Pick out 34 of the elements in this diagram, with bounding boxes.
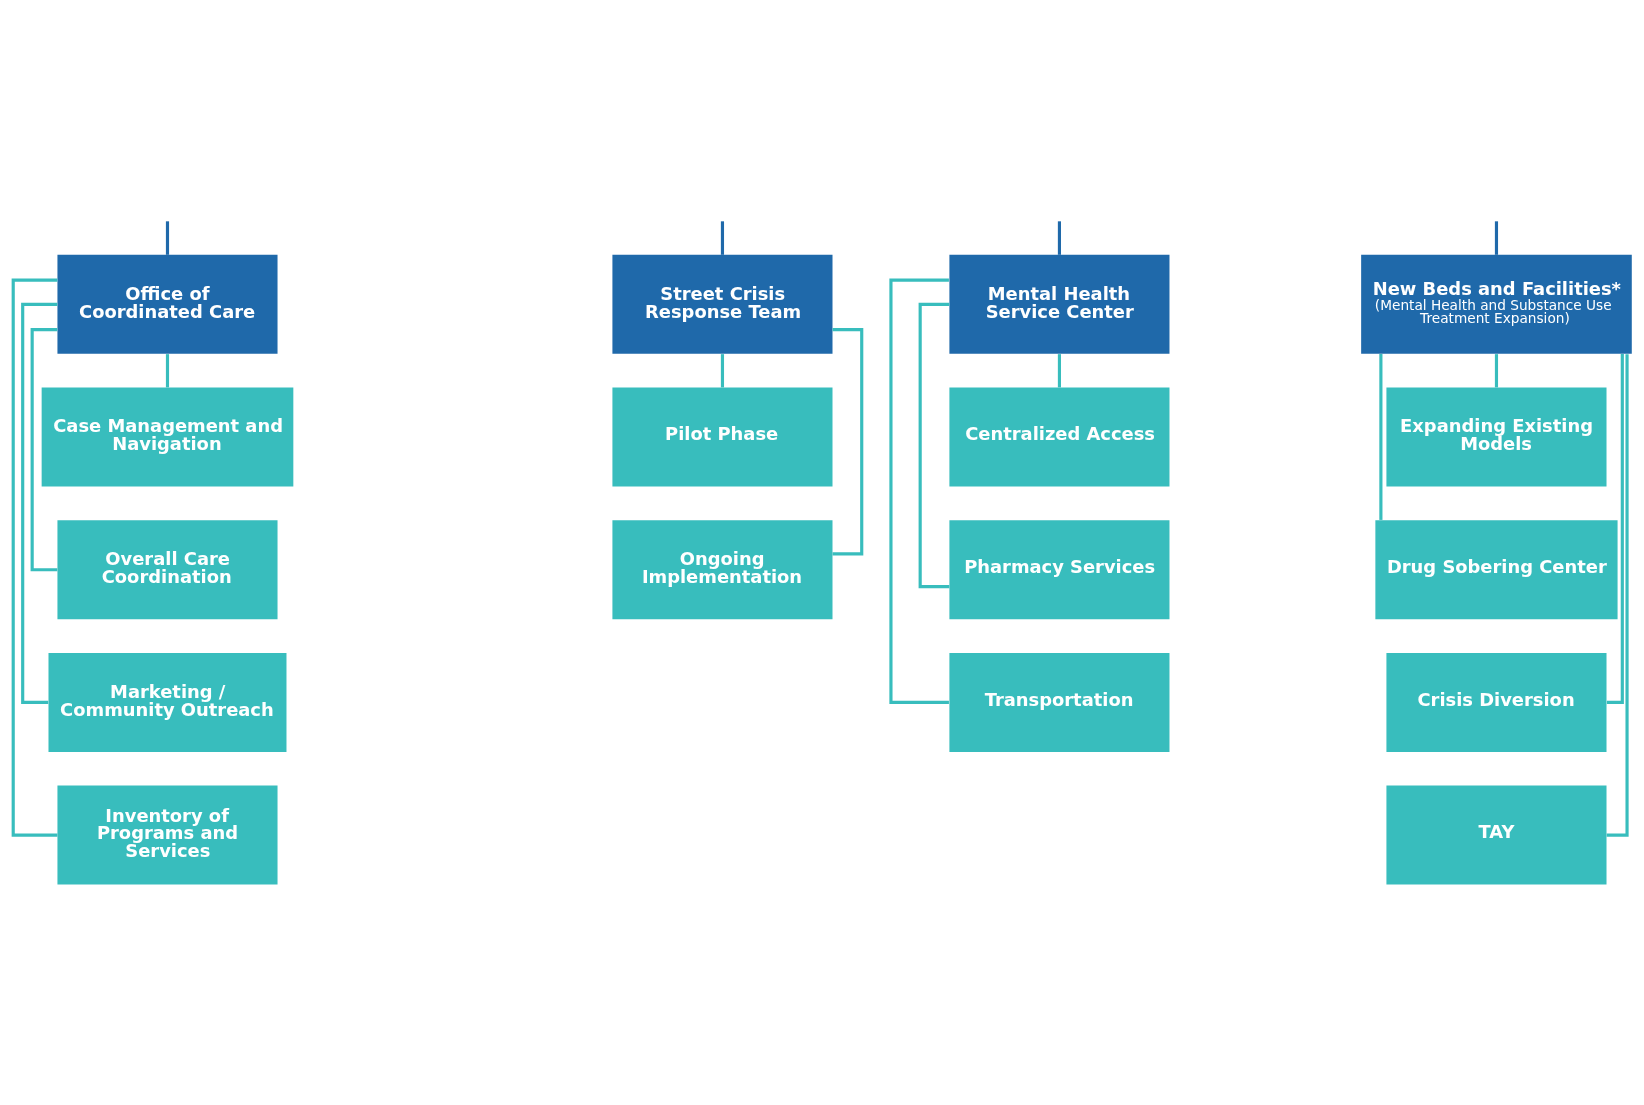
node-box: Street Crisis Response Team — [611, 254, 832, 354]
node-box: Case Management and Navigation — [41, 387, 293, 487]
node-box: Marketing / Community Outreach — [48, 652, 286, 752]
connector — [1606, 353, 1624, 704]
connector — [888, 278, 949, 704]
node-box: Office of Coordinated Care — [56, 254, 278, 354]
node-box: Ongoing Implementation — [611, 520, 832, 620]
node-box: Drug Sobering Center — [1374, 520, 1618, 620]
node-box: Pharmacy Services — [948, 520, 1169, 620]
node-box: Overall Care Coordination — [56, 520, 278, 620]
node-box: New Beds and Facilities* (Mental Health and Substance Use Treatment Expansion) — [1360, 254, 1632, 354]
connector — [1494, 221, 1498, 255]
connector — [30, 328, 57, 572]
connector — [918, 302, 949, 589]
node-box: Expanding Existing Models — [1385, 387, 1606, 487]
connector — [20, 302, 57, 704]
node-box: Centralized Access — [948, 387, 1169, 487]
node-box: Pilot Phase — [611, 387, 832, 487]
node-box: TAY — [1385, 785, 1606, 885]
connector — [1606, 354, 1629, 837]
connector — [165, 221, 169, 255]
node-box: Mental Health Service Center — [948, 254, 1169, 354]
connector — [165, 354, 169, 388]
node-box: Transportation — [948, 652, 1169, 752]
node-box: Inventory of Programs and Services — [56, 785, 278, 885]
node-box: Crisis Diversion — [1385, 652, 1606, 752]
connector — [11, 278, 57, 837]
connector — [1494, 354, 1498, 388]
connector — [1057, 354, 1061, 388]
connector — [720, 221, 724, 255]
connector — [832, 328, 863, 556]
connector — [1378, 353, 1382, 520]
connector — [720, 354, 724, 388]
connector — [1057, 221, 1061, 255]
